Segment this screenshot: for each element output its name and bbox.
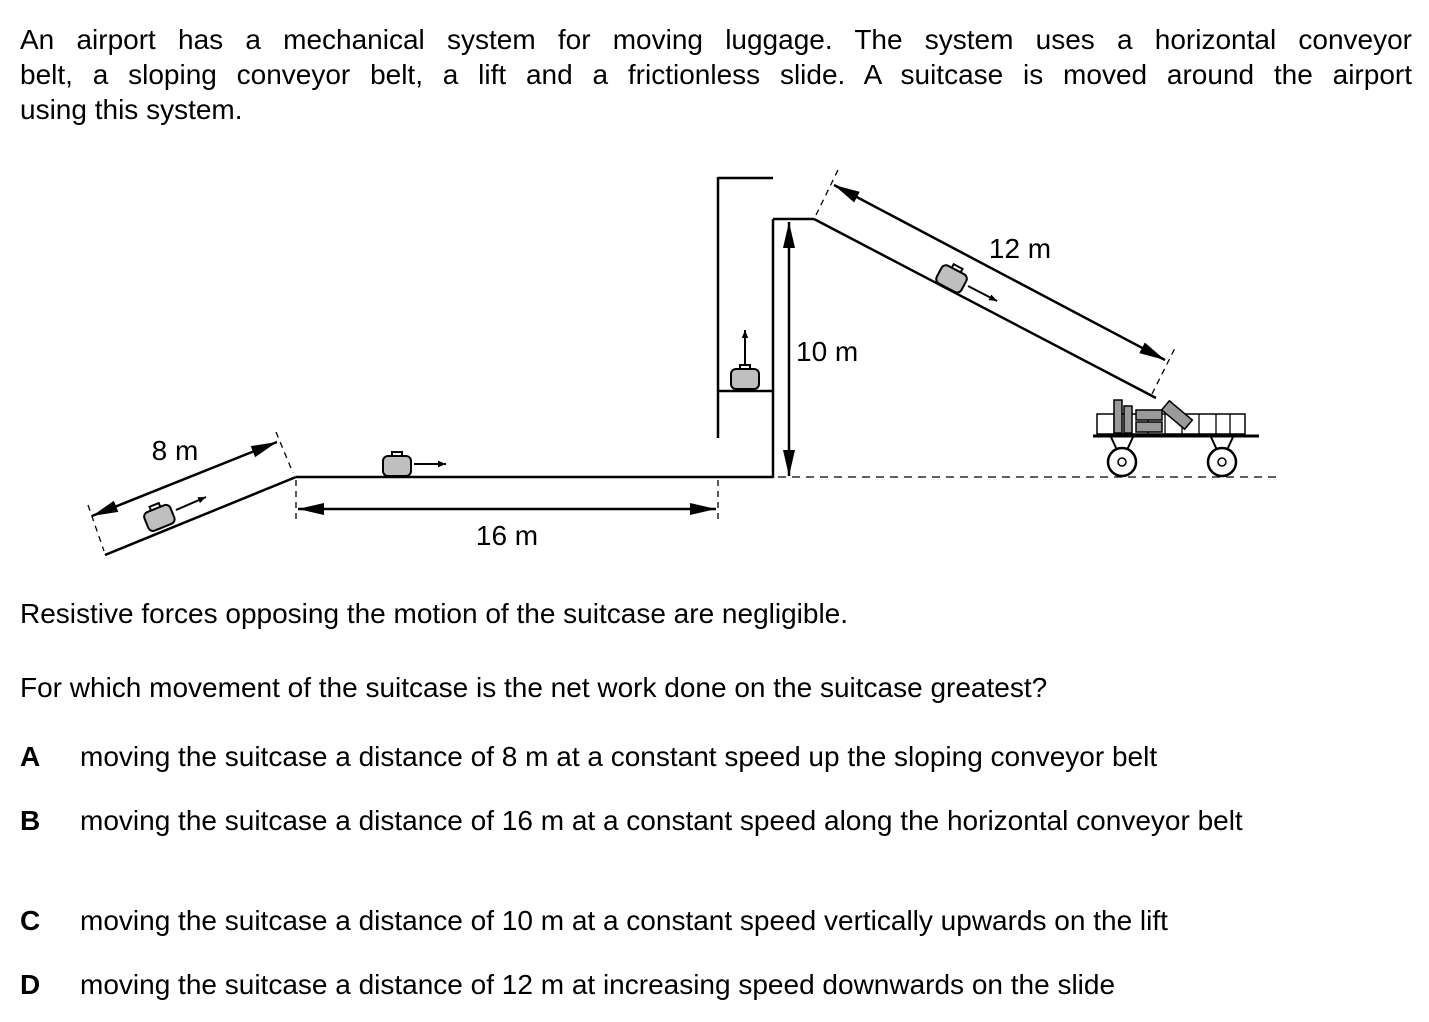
slope-length-arrow — [91, 440, 278, 518]
option-d-text: moving the suitcase a distance of 12 m a… — [80, 969, 1116, 1000]
horizontal-length-label: 16 m — [476, 520, 538, 551]
option-c-letter: C — [20, 905, 41, 936]
luggage-trolley — [1093, 399, 1259, 478]
option-d-letter: D — [20, 969, 41, 1000]
lift: 10 m — [716, 176, 858, 478]
horizontal-conveyor-belt: 16 m — [295, 451, 773, 551]
option-b[interactable]: B moving the suitcase a distance of 16 m… — [20, 803, 1412, 873]
option-c-text: moving the suitcase a distance of 10 m a… — [80, 905, 1168, 936]
lift-height-label: 10 m — [796, 336, 858, 367]
option-a-text: moving the suitcase a distance of 8 m at… — [80, 741, 1158, 772]
suitcase-in-lift — [730, 364, 760, 390]
intro-line-1: An airport has a mechanical system for m… — [20, 24, 1412, 55]
question-text: For which movement of the suitcase is th… — [20, 672, 1048, 703]
statement-text: Resistive forces opposing the motion of … — [20, 598, 849, 629]
frictionless-slide: 12 m — [813, 169, 1177, 400]
intro-line-2: belt, a sloping conveyor belt, a lift an… — [20, 59, 1412, 90]
suitcase-on-belt — [382, 451, 412, 477]
slope-motion-arrow — [175, 496, 207, 511]
option-b-letter: B — [20, 805, 41, 836]
slide-length-label: 12 m — [989, 233, 1051, 264]
intro-line-3: using this system. — [20, 94, 243, 125]
suitcase-on-slide — [933, 258, 972, 296]
slide-length-arrow — [833, 183, 1166, 362]
sloping-conveyor-belt: 8 m — [87, 431, 297, 557]
option-c[interactable]: C moving the suitcase a distance of 10 m… — [20, 903, 1412, 939]
slide-motion-arrow — [967, 285, 998, 302]
option-b-text: moving the suitcase a distance of 16 m a… — [80, 805, 1243, 836]
intro-text: An airport has a mechanical system for m… — [20, 22, 1412, 127]
option-a-letter: A — [20, 741, 41, 772]
option-a[interactable]: A moving the suitcase a distance of 8 m … — [20, 739, 1412, 775]
slope-length-label: 8 m — [152, 435, 199, 466]
option-d[interactable]: D moving the suitcase a distance of 12 m… — [20, 967, 1412, 1003]
